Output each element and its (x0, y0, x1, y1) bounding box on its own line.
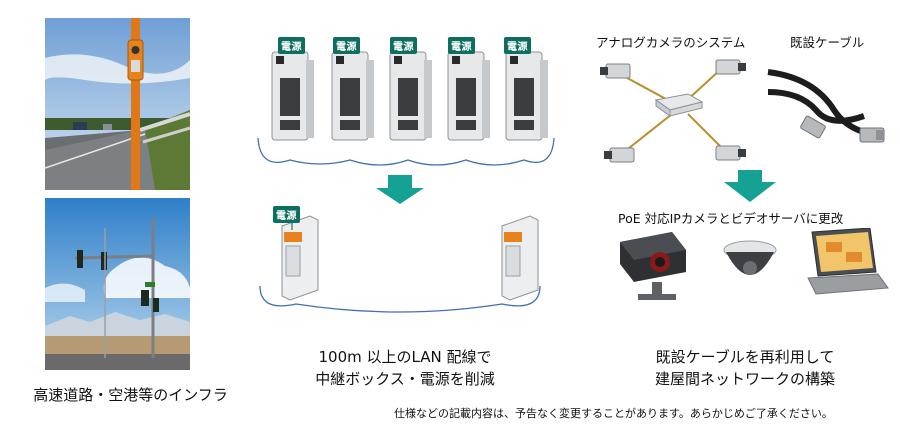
power-tag: 電源 (333, 37, 360, 54)
middle-caption-line: 100m 以上のLAN 配線で (318, 348, 492, 366)
ip-camera-set (620, 228, 889, 300)
highway-photo (45, 18, 190, 190)
power-tag: 電源 (390, 37, 417, 54)
down-arrow (376, 175, 424, 204)
traffic-light-photo (45, 198, 190, 370)
switch-unit (505, 51, 548, 141)
bnc-connector (859, 127, 885, 143)
bnc-connector (800, 115, 826, 139)
analog-camera-diagram (600, 59, 746, 163)
right-caption: 既設ケーブルを再利用して 建屋間ネットワークの構築 (620, 346, 870, 390)
middle-caption-line: 中継ボックス・電源を削減 (315, 370, 495, 388)
long-lan-cable (259, 285, 541, 313)
existing-cable-title: 既設ケーブル (790, 35, 865, 50)
coax-cable-image (767, 69, 885, 143)
right-caption-line: 建屋間ネットワークの構築 (654, 370, 835, 388)
analog-system-title: アナログカメラのシステム (596, 35, 746, 50)
bullet-camera (620, 232, 686, 300)
middle-caption: 100m 以上のLAN 配線で 中継ボックス・電源を削減 (270, 346, 540, 390)
laptop (807, 228, 889, 295)
left-caption: 高速道路・空港等のインフラ (33, 386, 228, 404)
relay-box-left (281, 215, 319, 301)
power-tag: 電源 (448, 37, 475, 54)
switch-unit (331, 51, 374, 141)
analog-camera (604, 147, 635, 163)
lan-cable (257, 137, 555, 166)
disclaimer-footnote: 仕様などの記載内容は、予告なく変更することがあります。あらかじめご了承ください。 (394, 407, 833, 420)
power-tag: 電源 (504, 37, 531, 54)
power-tag: 電源 (278, 37, 305, 54)
power-tag: 電源 (273, 206, 300, 223)
relay-box-right (501, 215, 539, 301)
switch-unit (271, 51, 314, 141)
middle-diagram (257, 48, 555, 313)
right-caption-line: 既設ケーブルを再利用して (655, 348, 835, 366)
analog-camera (715, 145, 746, 161)
video-hub (654, 93, 704, 117)
switch-unit (389, 51, 432, 141)
poe-upgrade-title: PoE 対応IPカメラとビデオサーバに更改 (618, 211, 844, 226)
right-down-arrow (724, 170, 776, 202)
switch-unit (447, 51, 490, 141)
analog-camera (600, 63, 631, 79)
analog-camera (715, 59, 746, 75)
dome-camera (723, 240, 777, 275)
